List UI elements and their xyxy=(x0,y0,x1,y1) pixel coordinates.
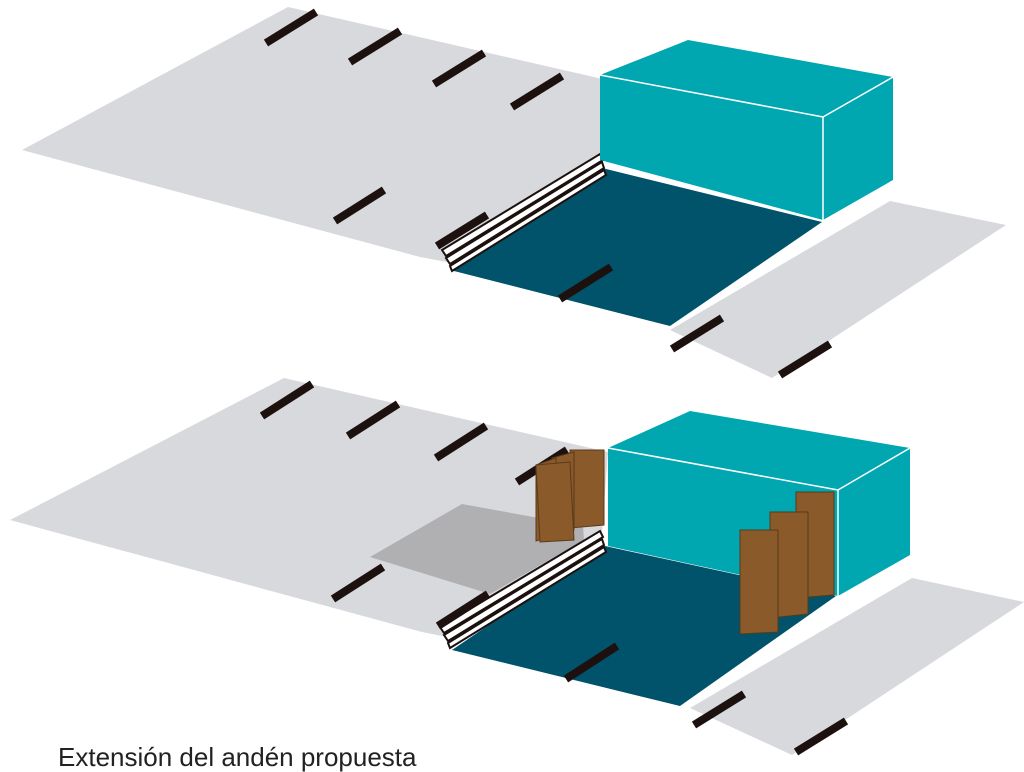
folding-barrier-right xyxy=(739,491,835,635)
platform-extension-area xyxy=(370,504,584,594)
ramp-stripes xyxy=(438,529,608,650)
existing-dock-panel xyxy=(22,7,1006,379)
folding-barrier-left xyxy=(535,449,605,543)
side-lane xyxy=(670,201,1006,378)
loading-bay-floor xyxy=(450,168,822,326)
diagram-caption: Extensión del andén propuesta xyxy=(58,742,417,772)
ramp-stripes xyxy=(440,152,608,273)
warehouse-block xyxy=(599,40,894,220)
side-lane xyxy=(690,578,1024,755)
parking-stripes xyxy=(263,8,833,379)
proposed-dock-panel xyxy=(10,378,1024,756)
